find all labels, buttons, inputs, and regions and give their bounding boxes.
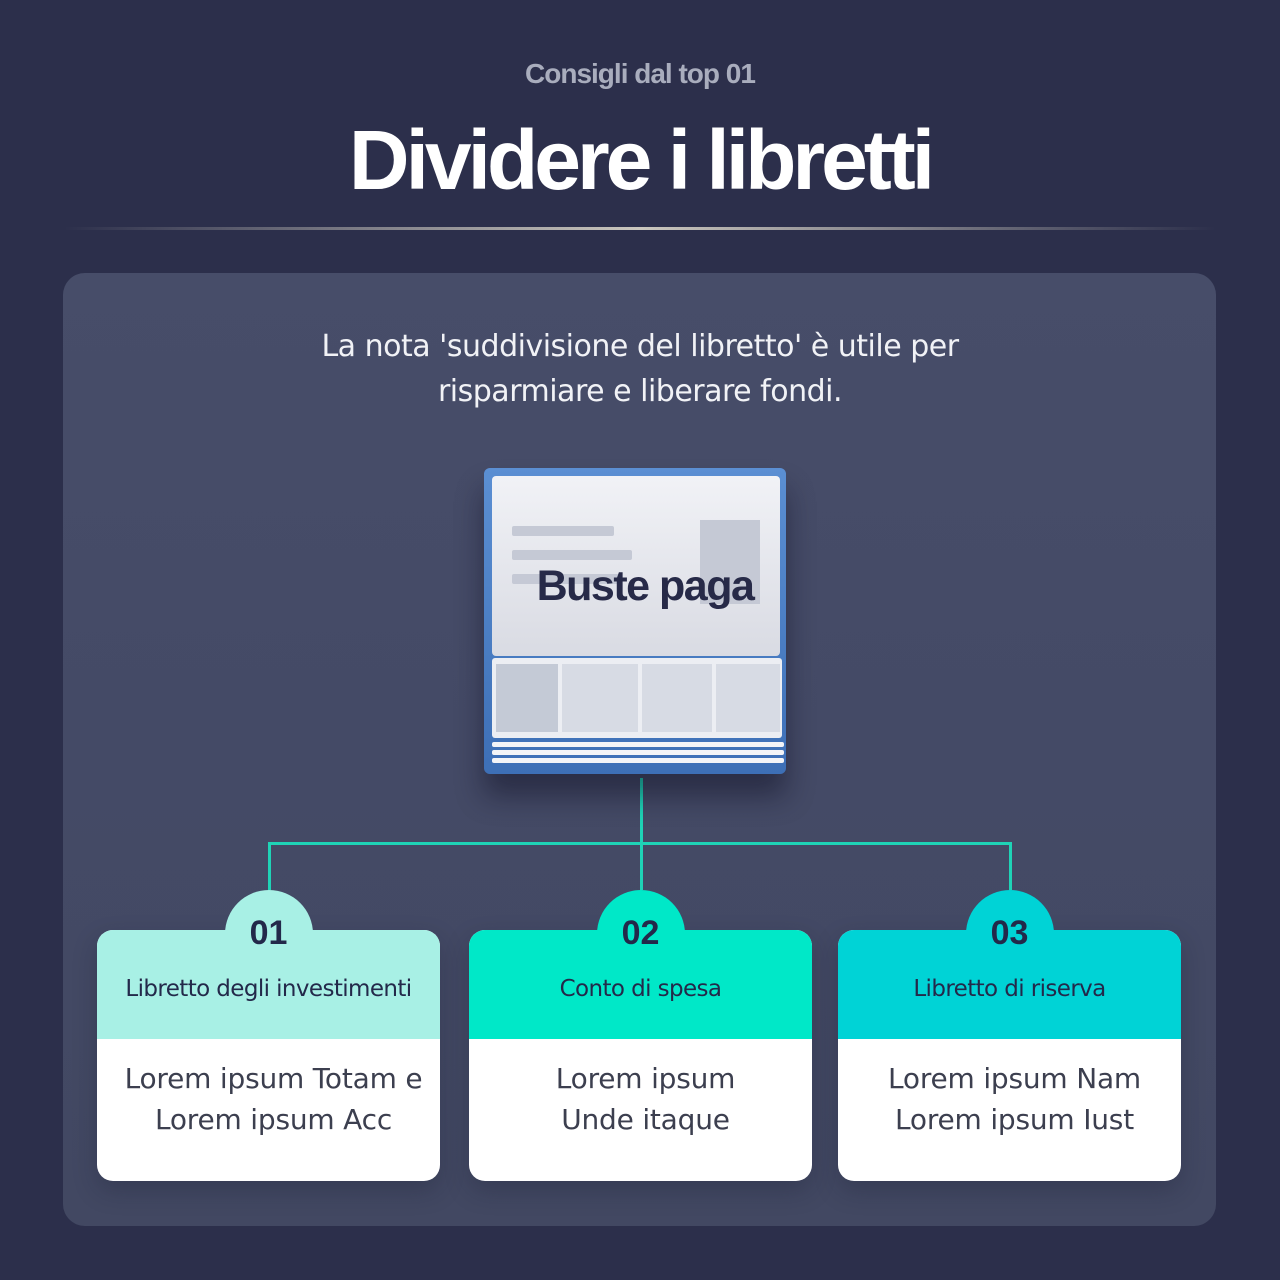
page-line-decoration — [512, 574, 622, 584]
page-photo-placeholder — [700, 520, 760, 604]
booklet-page-edge — [492, 750, 784, 755]
intro-line-2: risparmiare e liberare fondi. — [437, 374, 843, 409]
booklet-tab — [642, 664, 712, 732]
card-body: Lorem ipsum Nam Lorem ipsum Iust — [848, 1058, 1181, 1140]
connector-left — [268, 842, 271, 890]
card-number: 02 — [621, 914, 660, 952]
booklet-tab — [716, 664, 780, 732]
card-body-line-2: Lorem ipsum Acc — [154, 1103, 393, 1136]
card-title: Conto di spesa — [559, 976, 722, 1002]
booklet-page-edge — [492, 742, 784, 747]
card-title: Libretto degli investimenti — [125, 976, 412, 1002]
card-number: 03 — [990, 914, 1029, 952]
booklet-tab — [496, 664, 558, 732]
page-line-decoration — [512, 526, 614, 536]
card-body-line-2: Unde itaque — [561, 1103, 730, 1136]
title-divider — [64, 227, 1216, 230]
card-number: 01 — [249, 914, 288, 952]
intro-line-1: La nota 'suddivisione del libretto' è ut… — [321, 329, 959, 364]
connector-trunk — [640, 778, 643, 890]
card-spesa: 02 Conto di spesa Lorem ipsum Unde itaqu… — [469, 890, 812, 1181]
card-investimenti: 01 Libretto degli investimenti Lorem ips… — [97, 890, 440, 1181]
booklet-page-edge — [492, 758, 784, 763]
card-header — [469, 930, 812, 1039]
card-body: Lorem ipsum Unde itaque — [479, 1058, 812, 1140]
card-body-line-2: Lorem ipsum Iust — [895, 1103, 1134, 1136]
booklet-tabs — [492, 658, 782, 738]
connector-right — [1009, 842, 1012, 890]
card-header — [97, 930, 440, 1039]
eyebrow-label: Consigli dal top 01 — [525, 58, 756, 89]
intro-text: La nota 'suddivisione del libretto' è ut… — [290, 324, 990, 414]
page-line-decoration — [512, 550, 632, 560]
card-body: Lorem ipsum Totam e Lorem ipsum Acc — [107, 1058, 440, 1140]
booklet-tab — [562, 664, 638, 732]
card-title: Libretto di riserva — [913, 976, 1106, 1002]
card-body-line-1: Lorem ipsum Totam e — [124, 1062, 423, 1095]
card-body-line-1: Lorem ipsum — [555, 1062, 736, 1095]
booklet-page: Buste paga — [492, 476, 780, 656]
connector-horizontal — [268, 842, 1012, 845]
booklet-label: Buste paga — [536, 562, 755, 610]
card-header — [838, 930, 1181, 1039]
booklet-illustration: Buste paga — [484, 468, 792, 778]
card-riserva: 03 Libretto di riserva Lorem ipsum Nam L… — [838, 890, 1181, 1181]
card-body-line-1: Lorem ipsum Nam — [888, 1062, 1141, 1095]
page-title: Dividere i libretti — [348, 113, 935, 207]
